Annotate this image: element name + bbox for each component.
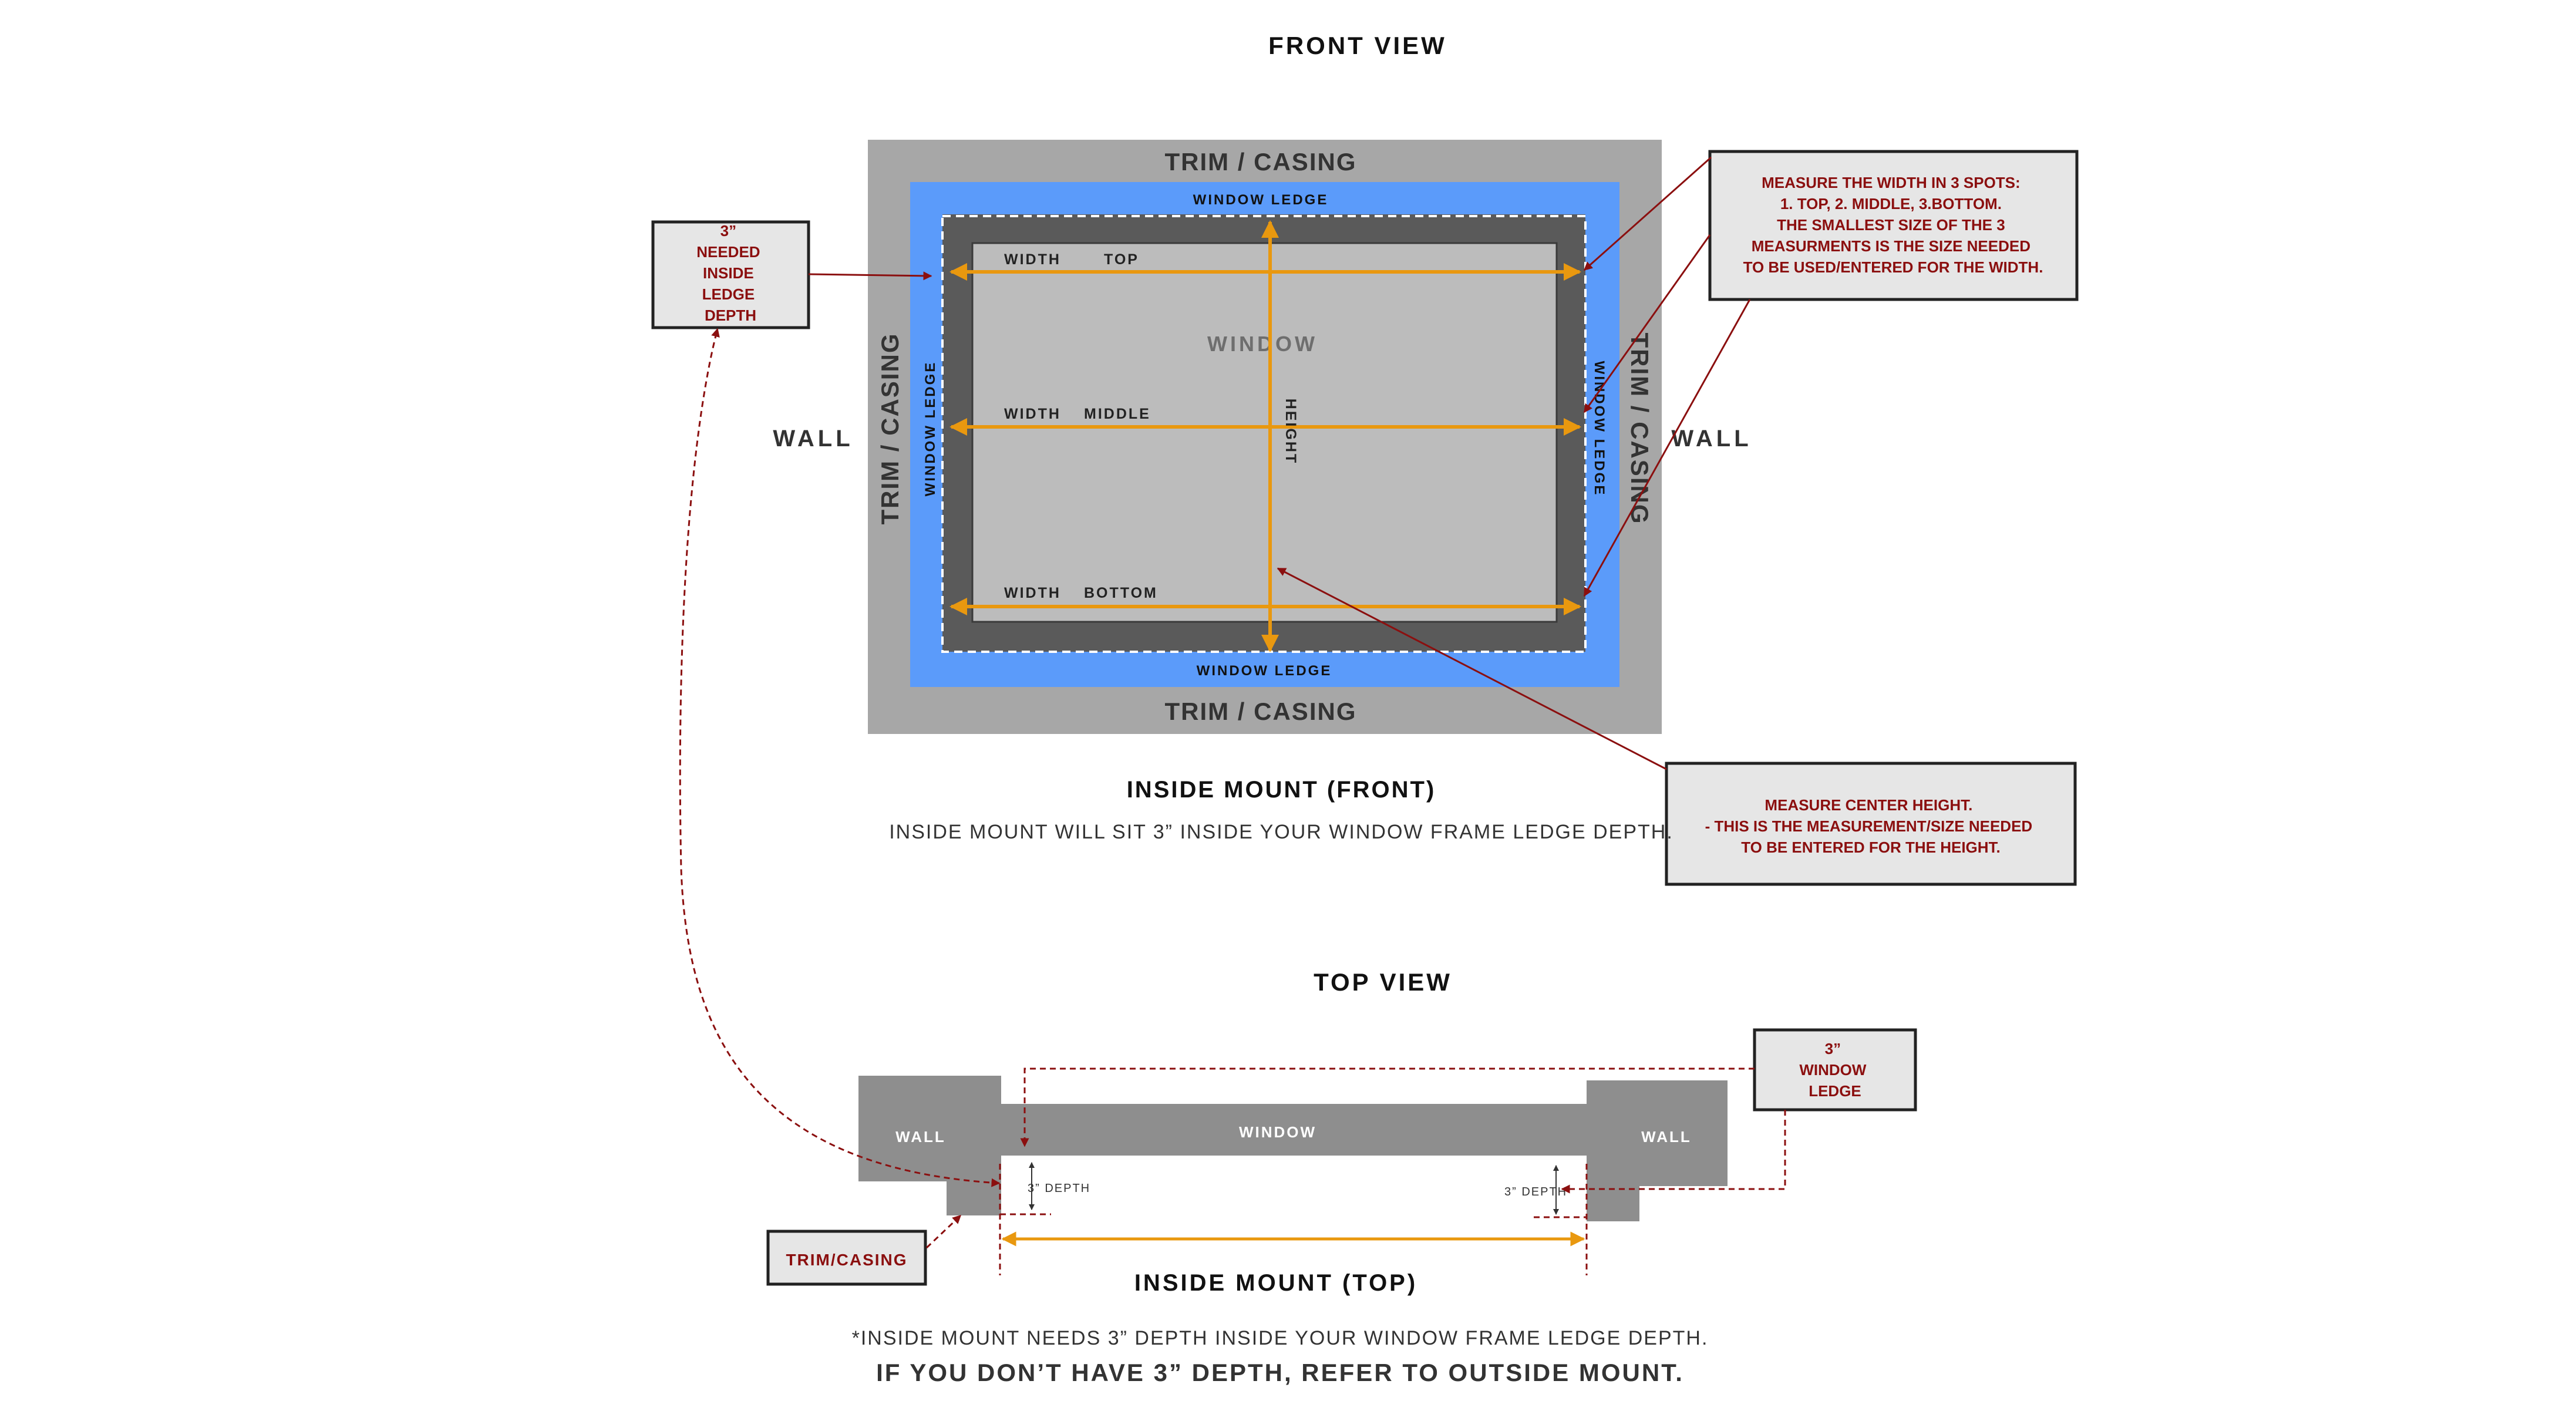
ledge-label-left: WINDOW LEDGE — [922, 361, 938, 497]
width-word: WIDTH — [1004, 251, 1061, 268]
callout-depth-pointer — [808, 271, 932, 281]
width-middle-label: WIDTH MIDDLE — [1004, 406, 1151, 422]
top-wall-label-right: WALL — [1641, 1128, 1692, 1146]
callout-height-pointer — [1277, 567, 1667, 770]
width-position: BOTTOM — [1084, 585, 1158, 601]
callout-line: 1. TOP, 2. MIDDLE, 3.BOTTOM. — [1780, 195, 2002, 213]
top-footnote-1: *INSIDE MOUNT NEEDS 3” DEPTH INSIDE YOUR… — [852, 1327, 1709, 1349]
wall-label-right: WALL — [1671, 426, 1752, 452]
front-view-heading: FRONT VIEW — [1268, 32, 1447, 59]
depth-link-curve — [679, 328, 1001, 1187]
top-wall-label-left: WALL — [895, 1128, 946, 1146]
wall-block-right — [1587, 1080, 1728, 1186]
ledge-label-bottom: WINDOW LEDGE — [1197, 663, 1332, 679]
callout-line: MEASURMENTS IS THE SIZE NEEDED — [1752, 237, 2031, 255]
callout-line: LEDGE — [1809, 1082, 1861, 1100]
window-label: WINDOW — [1207, 332, 1318, 356]
callout-line: LEDGE — [702, 285, 755, 303]
width-bottom-label: WIDTH BOTTOM — [1004, 585, 1158, 601]
trim-label-right: TRIM / CASING — [1626, 333, 1654, 525]
depth-label-left: 3” DEPTH — [1028, 1182, 1090, 1195]
callout-trim-casing: TRIM/CASING — [786, 1251, 907, 1269]
height-label: HEIGHT — [1282, 399, 1299, 464]
width-position: MIDDLE — [1084, 406, 1151, 422]
callout-height-note-box — [1665, 762, 2077, 886]
callout-line: TO BE ENTERED FOR THE HEIGHT. — [1741, 838, 2001, 856]
callout-window-ledge-box — [1753, 1028, 1917, 1112]
callout-width-note: MEASURE THE WIDTH IN 3 SPOTS: 1. TOP, 2.… — [1743, 174, 2043, 276]
width-word: WIDTH — [1004, 585, 1061, 601]
callout-height-note: MEASURE CENTER HEIGHT. - THIS IS THE MEA… — [1705, 796, 2037, 856]
callout-line: MEASURE THE WIDTH IN 3 SPOTS: — [1762, 174, 2021, 191]
callout-line: - THIS IS THE MEASUREMENT/SIZE NEEDED — [1705, 817, 2033, 835]
front-caption-title: INSIDE MOUNT (FRONT) — [1127, 777, 1436, 803]
callout-line: INSIDE — [703, 264, 754, 282]
callout-line: DEPTH — [705, 307, 756, 324]
top-caption-title: INSIDE MOUNT (TOP) — [1134, 1270, 1417, 1296]
ledge-label-right: WINDOW LEDGE — [1591, 361, 1607, 497]
callout-trim-casing-pointer — [925, 1214, 962, 1249]
callout-width-pointer-bottom — [1583, 299, 1751, 597]
trim-label-bottom: TRIM / CASING — [1165, 698, 1357, 725]
trim-label-top: TRIM / CASING — [1165, 148, 1357, 176]
top-footnote-2: IF YOU DON’T HAVE 3” DEPTH, REFER TO OUT… — [876, 1359, 1684, 1386]
width-position: TOP — [1104, 251, 1139, 268]
trim-block-left — [947, 1177, 1001, 1215]
width-word: WIDTH — [1004, 406, 1061, 422]
trim-label-left: TRIM / CASING — [876, 333, 904, 525]
callout-line: THE SMALLEST SIZE OF THE 3 — [1777, 216, 2005, 234]
width-top-label: WIDTH TOP — [1004, 251, 1139, 268]
window-glass — [971, 242, 1558, 623]
front-caption-text: INSIDE MOUNT WILL SIT 3” INSIDE YOUR WIN… — [889, 821, 1673, 843]
ledge-label-top: WINDOW LEDGE — [1193, 192, 1329, 208]
window-bar — [998, 1104, 1587, 1156]
callout-width-pointer-middle — [1583, 234, 1711, 413]
callout-line: 3” — [720, 222, 736, 240]
top-window-label: WINDOW — [1239, 1123, 1316, 1141]
top-view-heading: TOP VIEW — [1314, 968, 1452, 996]
callout-window-ledge: 3” WINDOW LEDGE — [1799, 1040, 1870, 1100]
callout-line: 3” — [1825, 1040, 1841, 1058]
callout-line: TO BE USED/ENTERED FOR THE WIDTH. — [1743, 258, 2043, 276]
callout-line: MEASURE CENTER HEIGHT. — [1765, 796, 1972, 814]
callout-line: NEEDED — [696, 243, 760, 261]
callout-depth-needed: 3” NEEDED INSIDE LEDGE DEPTH — [696, 222, 765, 324]
callout-line: WINDOW — [1799, 1061, 1867, 1079]
depth-label-right: 3” DEPTH — [1504, 1186, 1567, 1198]
callout-trim-casing-box — [766, 1230, 927, 1286]
callout-width-pointer-top — [1583, 156, 1712, 271]
wall-label-left: WALL — [773, 426, 853, 452]
callout-window-ledge-pointer-left — [1020, 1067, 1755, 1147]
callout-width-note-box — [1708, 150, 2079, 301]
